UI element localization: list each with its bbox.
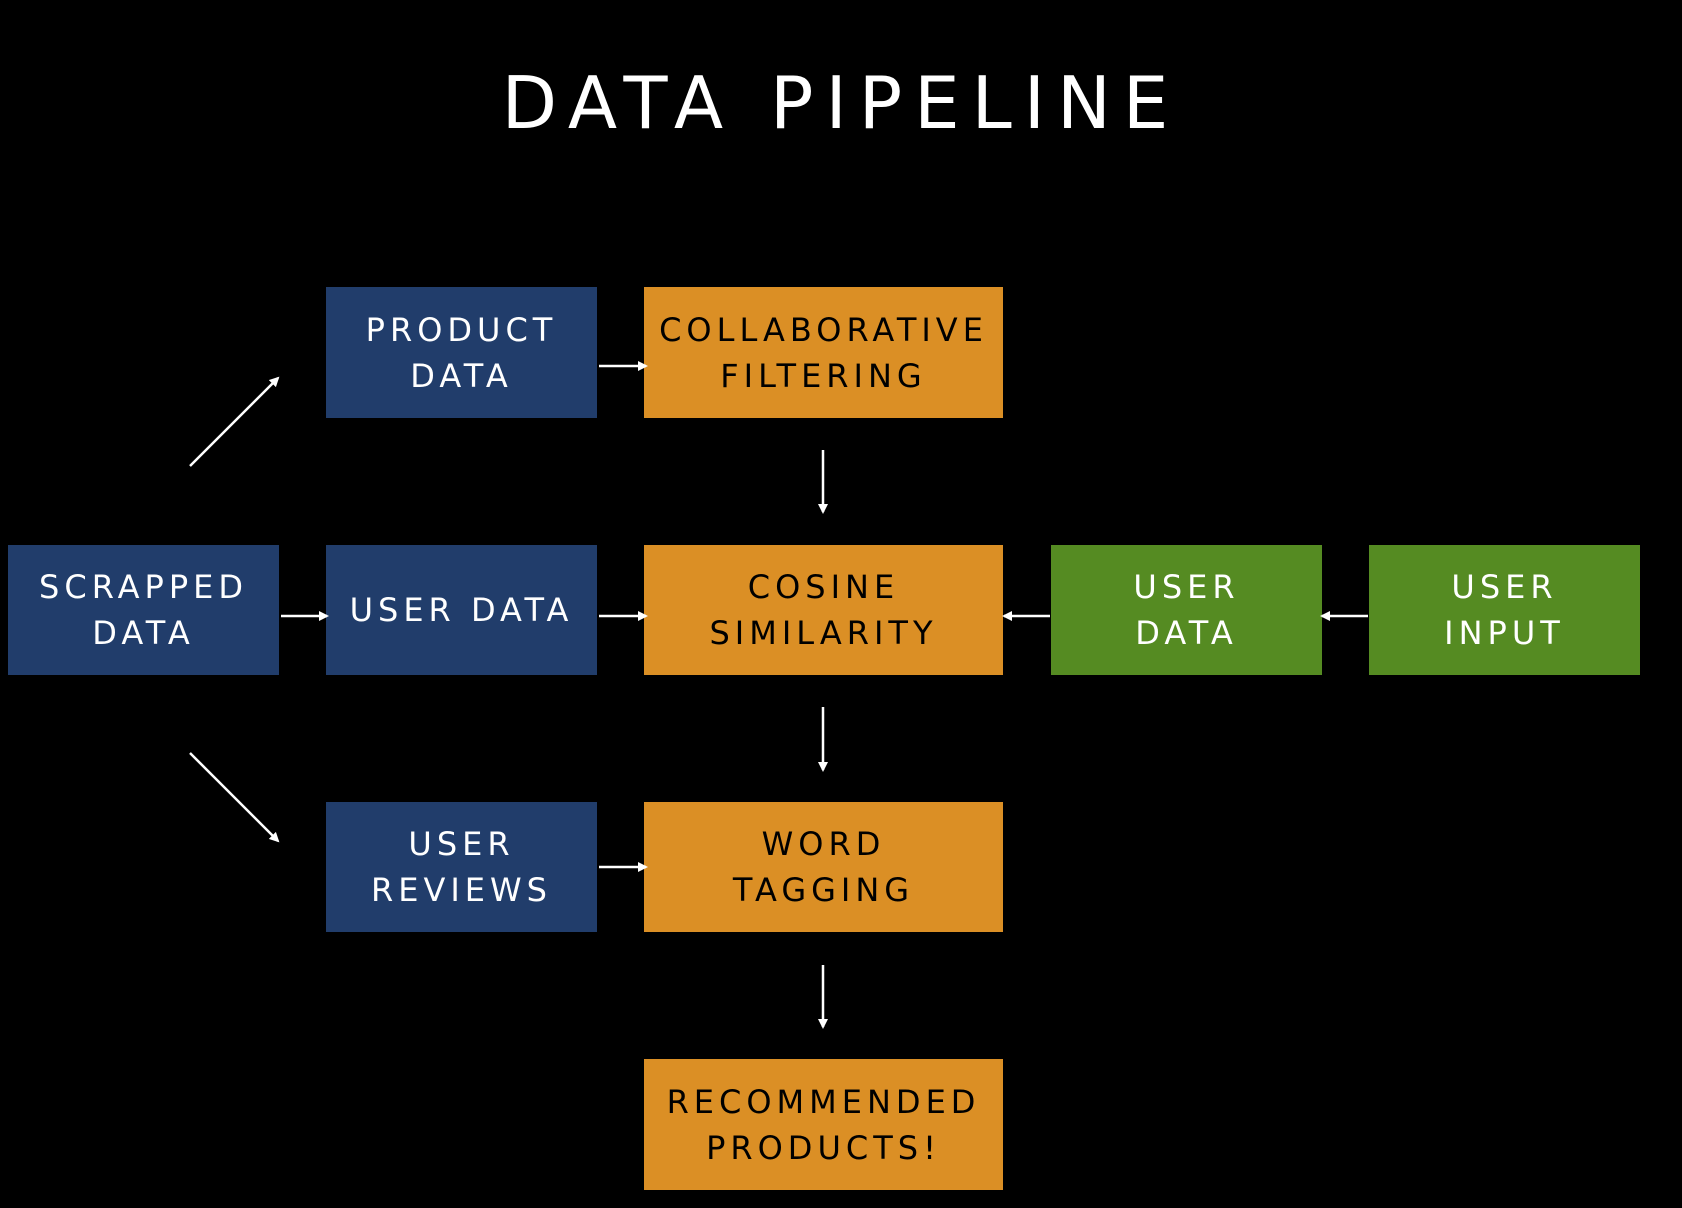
node-label-line2: SIMILARITY: [709, 614, 938, 652]
node-scrapped-data: SCRAPPED DATA: [8, 545, 279, 675]
node-user-input: USER INPUT: [1369, 545, 1640, 675]
node-label-line2: DATA: [410, 356, 513, 395]
node-label-line1: USER DATA: [349, 591, 574, 629]
node-label-line1: COLLABORATIVE: [659, 310, 988, 349]
page-title: DATA PIPELINE: [501, 61, 1181, 145]
node-word-tagging: WORD TAGGING: [644, 802, 1003, 932]
node-label-line1: USER: [1451, 568, 1558, 606]
node-cosine-similarity: COSINE SIMILARITY: [644, 545, 1003, 675]
node-label-line1: RECOMMENDED: [666, 1082, 981, 1121]
node-label-line2: TAGGING: [732, 871, 915, 909]
arrow-scrapped-to-product: [189, 376, 280, 467]
node-label-line2: REVIEWS: [371, 871, 552, 909]
node-user-reviews: USER REVIEWS: [326, 802, 597, 932]
node-recommended-products: RECOMMENDED PRODUCTS!: [644, 1059, 1003, 1190]
node-label-line2: INPUT: [1444, 614, 1565, 652]
node-label-line1: USER: [408, 825, 515, 863]
node-label-line2: FILTERING: [720, 356, 927, 395]
node-label-line2: PRODUCTS!: [706, 1128, 941, 1167]
node-user-data: USER DATA: [326, 545, 597, 675]
node-input-user-data: USER DATA: [1051, 545, 1322, 675]
node-label-line1: SCRAPPED: [39, 568, 248, 606]
node-label-line1: WORD: [761, 825, 886, 863]
node-product-data: PRODUCT DATA: [326, 287, 597, 418]
node-label-line2: DATA: [92, 614, 195, 652]
node-label-line1: COSINE: [747, 568, 900, 606]
node-label-line1: USER: [1133, 568, 1240, 606]
node-label-line2: DATA: [1135, 614, 1238, 652]
node-label-line1: PRODUCT: [365, 310, 558, 349]
arrow-scrapped-to-reviews: [189, 752, 280, 843]
node-collaborative-filtering: COLLABORATIVE FILTERING: [644, 287, 1003, 418]
